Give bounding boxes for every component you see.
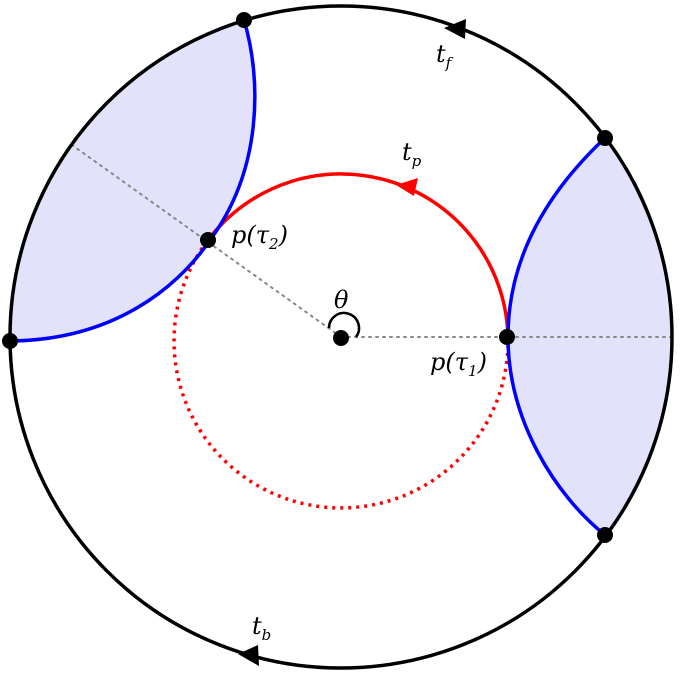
point-lower-right (597, 527, 613, 543)
inner-path-dotted (172, 238, 510, 510)
arrow-t-f (444, 19, 466, 39)
inner-path-solid (206, 172, 510, 338)
region-boundary-left-inner (9, 239, 212, 343)
region-boundary-left-outer (208, 19, 257, 242)
point-top (236, 12, 252, 28)
label-t-b: tb (252, 612, 271, 644)
label-p-tau1: p(τ1) (430, 348, 487, 380)
arrow-t-p (396, 178, 418, 196)
point-p-tau2 (200, 232, 216, 248)
point-p-tau1 (499, 329, 515, 345)
guide-line-upper-left (71, 144, 342, 338)
label-t-f: tf (436, 40, 454, 72)
label-theta: θ (334, 286, 349, 314)
region-boundary-right-upper (506, 136, 607, 338)
shaded-region-left (9, 20, 255, 341)
point-center (333, 330, 349, 346)
theta-angle-arc (327, 311, 361, 338)
shaded-region-right (508, 138, 672, 535)
point-left (2, 333, 18, 349)
region-boundary-right-lower (506, 336, 607, 537)
arrow-t-b (238, 645, 259, 666)
label-t-p: tp (402, 138, 422, 170)
point-upper-right (597, 130, 613, 146)
label-p-tau2: p(τ2) (231, 221, 288, 253)
